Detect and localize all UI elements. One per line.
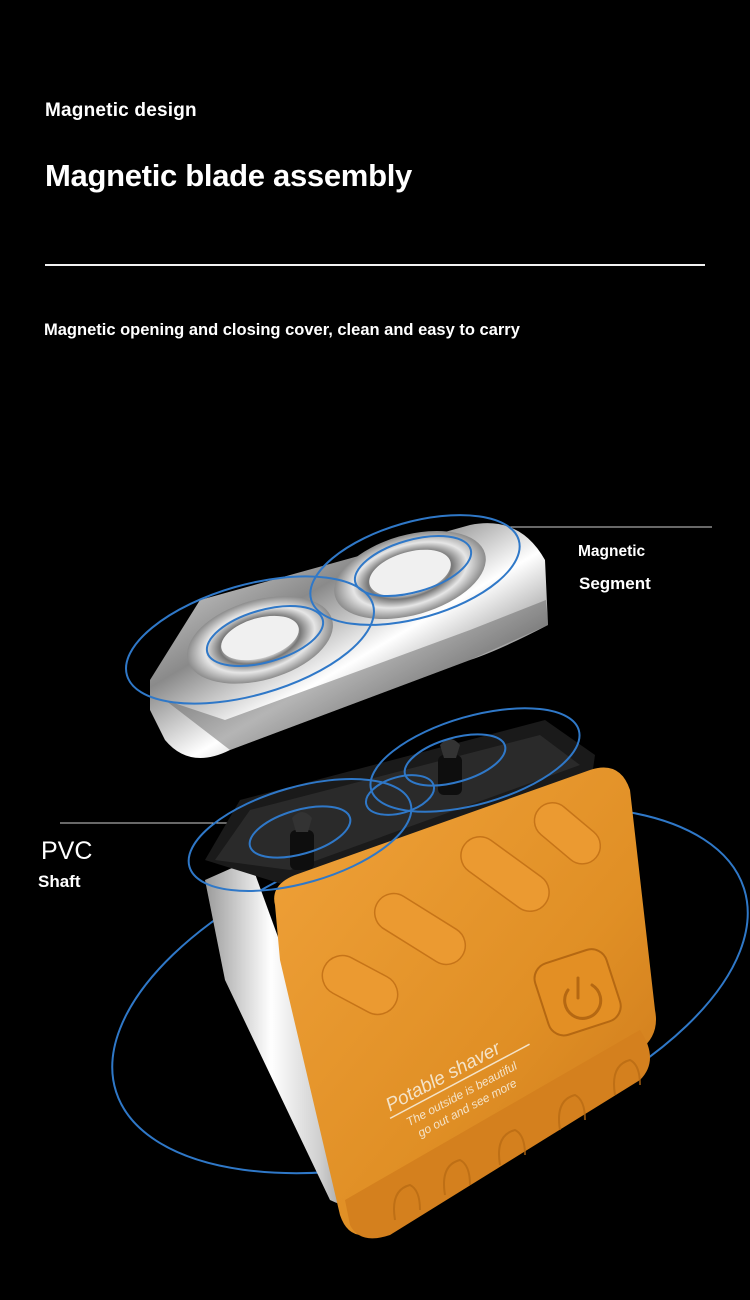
magnetic-blade-head (125, 514, 548, 758)
callout-magnetic-segment-line1: Magnetic (578, 543, 646, 560)
pvc-shaft-right (438, 739, 462, 795)
callout-magnetic-segment-line2: Segment (579, 574, 651, 593)
subtitle: Magnetic opening and closing cover, clea… (44, 321, 520, 339)
callout-pvc-shaft-line2: Shaft (38, 872, 81, 891)
divider (45, 264, 705, 266)
shaver-body: Potable shaver The outside is beautiful … (187, 707, 656, 1239)
page-title: Magnetic blade assembly (45, 158, 412, 193)
callout-pvc-shaft-line1: PVC (41, 837, 93, 865)
eyebrow-heading: Magnetic design (45, 100, 197, 121)
power-icon (563, 976, 603, 1020)
shaver-illustration: Potable shaver The outside is beautiful … (60, 514, 749, 1239)
pvc-shaft-left (290, 812, 314, 870)
power-button[interactable] (530, 945, 625, 1040)
